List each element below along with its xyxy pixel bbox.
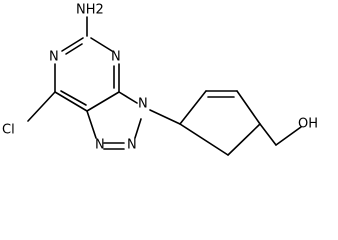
bond-c6-c5 <box>54 91 88 112</box>
bond-c2-n-left-double <box>65 43 83 55</box>
triazole-n1-label: N <box>138 97 148 112</box>
bond-c5-n7 <box>86 110 97 139</box>
chlorine-label: Cl <box>2 123 15 138</box>
chemical-structure: NH2 N N Cl N N N OH <box>2 3 318 156</box>
pyrimidine-n-left-label: N <box>49 50 59 65</box>
bond-cp-c1-c2 <box>179 90 207 125</box>
amine-label: NH2 <box>76 3 104 18</box>
bond-c2-n-top <box>90 37 113 52</box>
bond-cp-c3-c4 <box>236 90 261 125</box>
pyrimidine-n-top-label: N <box>111 50 121 65</box>
triazole-n3-label: N <box>95 138 105 153</box>
bond-cp-c5-c1 <box>179 123 229 156</box>
bond-n9-cyclopentene <box>149 109 181 125</box>
bond-cp-ch2 <box>259 123 277 146</box>
hydroxyl-label: OH <box>298 117 318 132</box>
bond-c6-c5-double <box>60 90 87 106</box>
bond-n8-n9 <box>134 118 142 139</box>
bond-cp-c4-c5 <box>227 123 261 156</box>
bond-c5-c4 <box>86 91 120 112</box>
bond-ch2-oh <box>275 126 302 146</box>
bond-c6-chlorine <box>27 91 56 122</box>
bond-n9-c4 <box>118 91 138 104</box>
triazole-n2-label: N <box>127 138 137 153</box>
bond-c2-n-left <box>61 37 84 52</box>
